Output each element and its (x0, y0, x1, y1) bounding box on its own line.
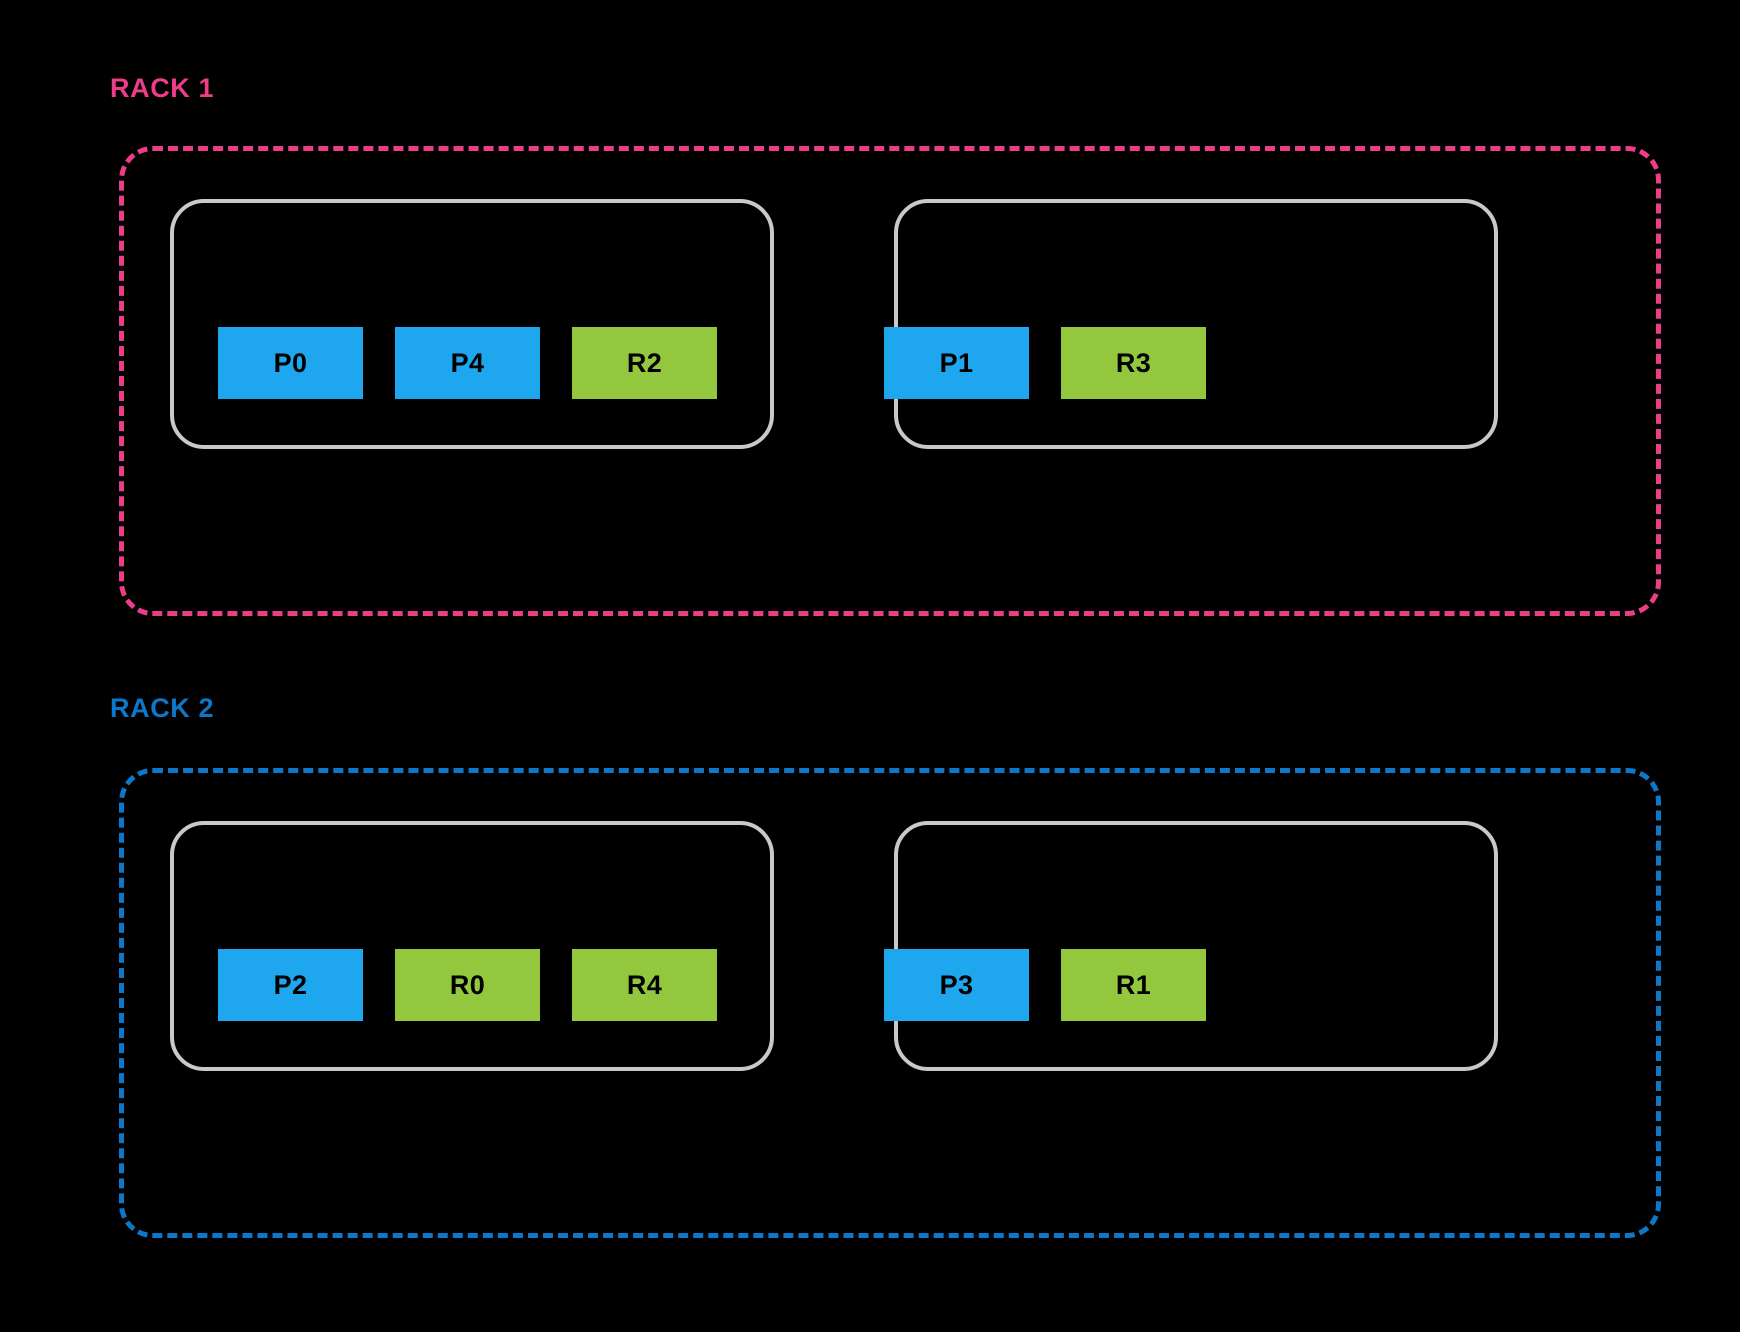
partition-p1: P1 (884, 327, 1029, 399)
partition-p3: P3 (884, 949, 1029, 1021)
rack-2-label: RACK 2 (110, 693, 215, 723)
rack-2-broker-2-partition-row: P3 R1 (884, 949, 1206, 1021)
partition-r2: R2 (572, 327, 717, 399)
rack-2-broker-1-partition-row: P2 R0 R4 (218, 949, 717, 1021)
rack-1-broker-2-partition-row: P1 R3 (884, 327, 1206, 399)
rack-1-broker-1-partition-row: P0 P4 R2 (218, 327, 717, 399)
partition-p4: P4 (395, 327, 540, 399)
rack-2-broker-2-container (894, 821, 1498, 1071)
rack-2-boundary (119, 768, 1661, 1238)
rack-1-broker-2-container (894, 199, 1498, 449)
rack-1-broker-1-container (170, 199, 774, 449)
partition-r4: R4 (572, 949, 717, 1021)
partition-r1: R1 (1061, 949, 1206, 1021)
partition-p2: P2 (218, 949, 363, 1021)
rack-1-label: RACK 1 (110, 73, 215, 103)
partition-r0: R0 (395, 949, 540, 1021)
rack-1-boundary (119, 146, 1661, 616)
partition-r3: R3 (1061, 327, 1206, 399)
rack-2-broker-1-container (170, 821, 774, 1071)
partition-p0: P0 (218, 327, 363, 399)
